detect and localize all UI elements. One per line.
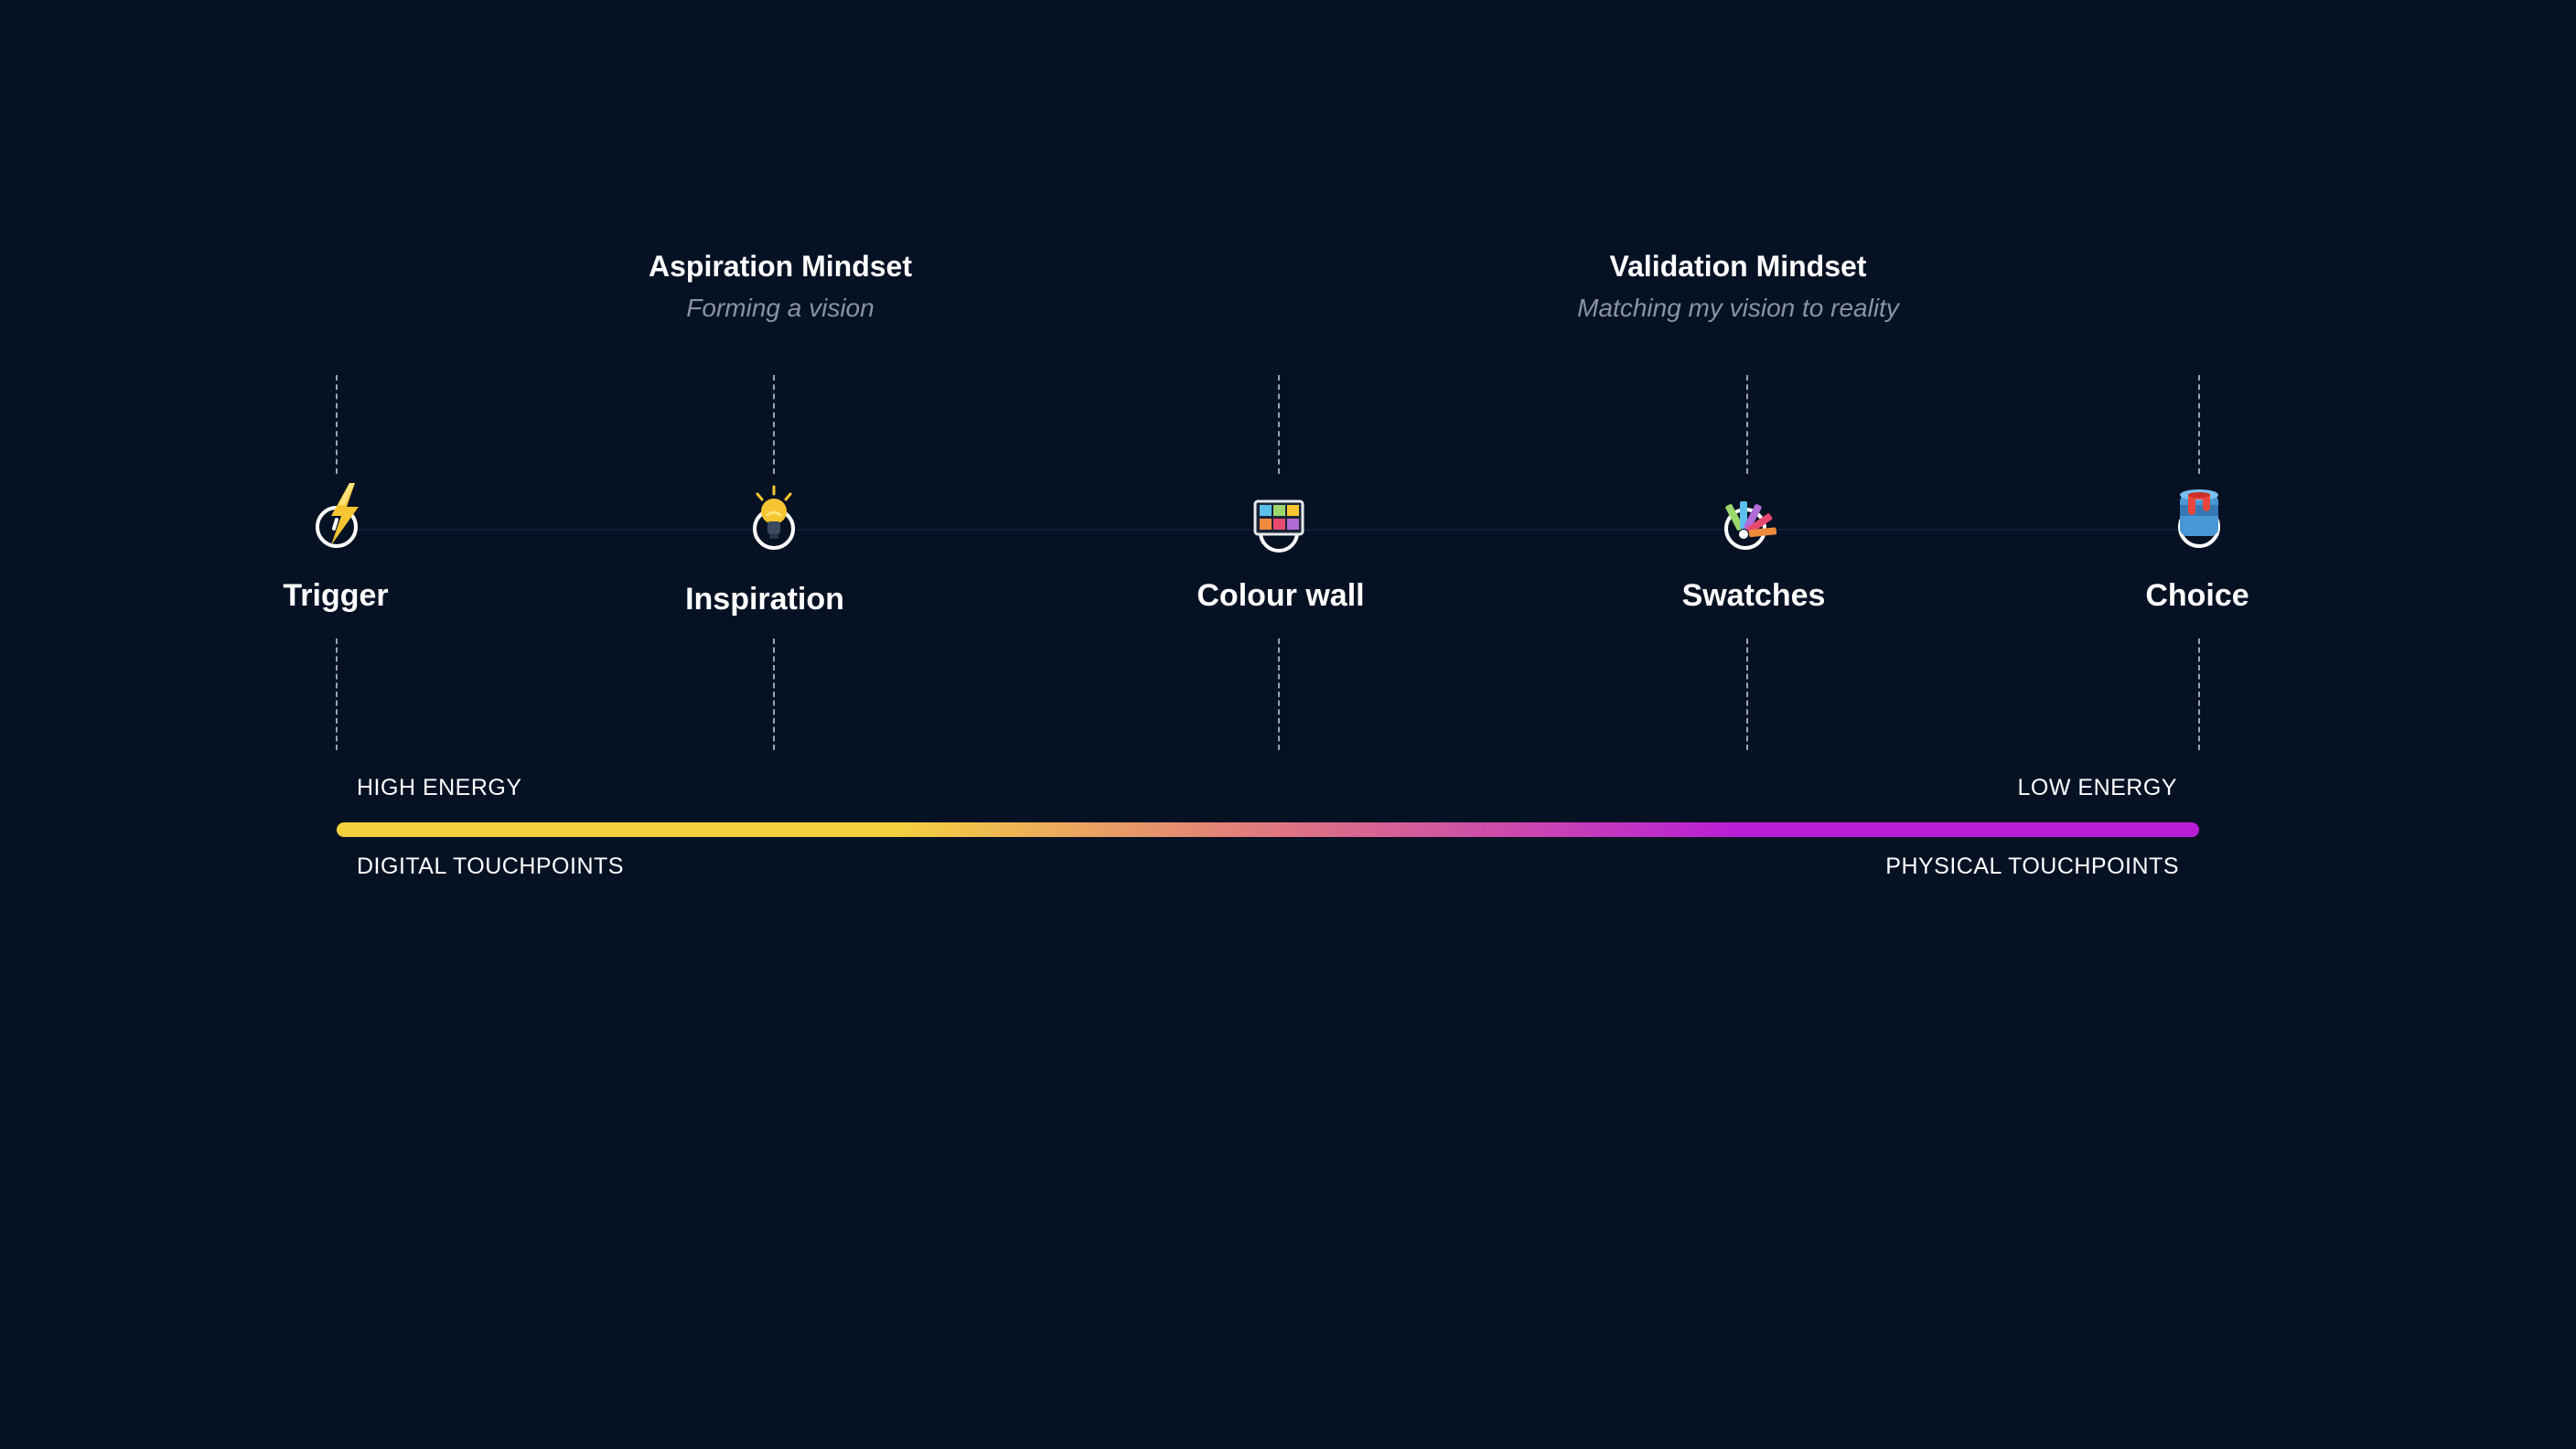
mindset-validation: Validation Mindset Matching my vision to…: [1372, 248, 2104, 325]
stage-label-colour-wall: Colour wall: [1197, 578, 1365, 613]
guide-line-choice-top: [2198, 375, 2200, 474]
mindset-title: Validation Mindset: [1609, 250, 1867, 283]
stage-label-inspiration: Inspiration: [685, 582, 844, 617]
guide-line-inspiration-top: [773, 375, 775, 474]
guide-line-swatches-bottom: [1746, 639, 1748, 750]
lightning-bolt-icon: [304, 481, 370, 554]
digital-touchpoints-label: DIGITAL TOUCHPOINTS: [357, 853, 624, 879]
guide-line-trigger-top: [336, 375, 338, 474]
physical-touchpoints-label: PHYSICAL TOUCHPOINTS: [1885, 853, 2179, 879]
mindset-subtitle: Matching my vision to reality: [1577, 294, 1899, 322]
energy-gradient-bar: [337, 822, 2199, 837]
mindset-title: Aspiration Mindset: [648, 250, 912, 283]
stage-label-choice: Choice: [2145, 578, 2249, 613]
lightbulb-icon: [741, 481, 807, 554]
swatches-icon: [1714, 481, 1780, 554]
low-energy-label: LOW ENERGY: [2017, 775, 2177, 800]
guide-line-colour-wall-bottom: [1278, 639, 1280, 750]
guide-line-colour-wall-top: [1278, 375, 1280, 474]
stage-label-trigger: Trigger: [283, 578, 389, 613]
colour-wall-icon: [1246, 481, 1312, 554]
guide-line-trigger-bottom: [336, 639, 338, 750]
guide-line-swatches-top: [1746, 375, 1748, 474]
guide-line-choice-bottom: [2198, 639, 2200, 750]
mindset-aspiration: Aspiration Mindset Forming a vision: [414, 248, 1146, 325]
guide-line-inspiration-bottom: [773, 639, 775, 750]
high-energy-label: HIGH ENERGY: [357, 775, 522, 800]
paint-can-icon: [2166, 481, 2232, 554]
mindset-subtitle: Forming a vision: [686, 294, 875, 322]
stage-label-swatches: Swatches: [1681, 578, 1826, 613]
